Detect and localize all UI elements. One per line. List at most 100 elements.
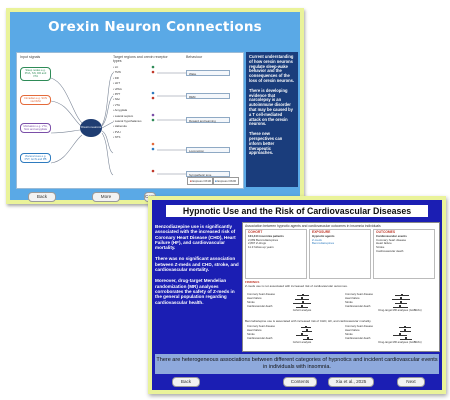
forest-row-label: Coronary heart disease xyxy=(247,325,275,328)
outcome-line: Cardiovascular events xyxy=(376,233,407,238)
outcomes-box: OUTCOMES Cardiovascular events Coronary … xyxy=(373,229,435,279)
forest-row-label: Stroke xyxy=(345,300,353,304)
more-button[interactable]: More xyxy=(92,192,120,202)
axis-cohort-label: Cohort analysis xyxy=(292,340,312,344)
outcome-line: Coronary heart disease xyxy=(376,237,407,242)
forest-row-label: Coronary heart disease xyxy=(345,325,373,328)
orexin-diagram: Input signals Target regions and orexin … xyxy=(16,52,244,189)
region-item: • Amygdala xyxy=(113,108,128,113)
forest-row-label: Stroke xyxy=(247,332,255,336)
forest-row-label: Heart failure xyxy=(345,328,360,332)
findings-section: FINDINGS Z-meds use is not associated wi… xyxy=(245,280,435,288)
forest-row-label: Heart failure xyxy=(247,328,262,332)
forest-row-label: Stroke xyxy=(247,300,255,304)
region-item: • Lateral hypothalamus xyxy=(113,119,142,124)
forest-row-label: Cardiovascular death xyxy=(247,304,273,308)
forest-plot-bzd-cohort: Coronary heart disease Heart failure Str… xyxy=(247,325,337,350)
slide-orexin-card: Orexin Neuron Connections Input signals … xyxy=(6,8,304,204)
forest-plot-zmeds-cohort: Coronary heart disease Heart failure Str… xyxy=(247,293,337,318)
orexin-hub: Orexin neurons xyxy=(80,119,102,137)
behavior-sympathetic: Sympathetic tone xyxy=(186,171,230,177)
cohort-line: 2,897 Z-drugs xyxy=(248,241,266,246)
forest-row-label: Heart failure xyxy=(247,296,262,300)
summary-paragraph: Moreover, drug-target Mendelian randomiz… xyxy=(155,278,235,305)
forest-row-label: Cardiovascular death xyxy=(345,336,371,340)
exposure-line: Hypnotic agents xyxy=(312,233,335,238)
input-sleep: Sleep nodes e.g. POA, SN, DR and VTA xyxy=(20,67,51,81)
diagram-col-targets: Target regions and orexin receptor types xyxy=(113,55,168,64)
forest-row-label: Coronary heart disease xyxy=(247,293,275,296)
axis-mr-label: Drug-target MR analyses (GABRA1) xyxy=(378,308,422,312)
input-visceral: Visceral cues e.g. PVT, ArcN and PB xyxy=(20,153,51,164)
behavior-rem: REM xyxy=(186,93,230,99)
graphical-abstract: Association between hypnotic agents and … xyxy=(242,222,440,352)
cohort-line: 2,089 Benzodiazepines xyxy=(248,237,279,242)
legend-ox1r-label: Express OX1R xyxy=(192,179,211,183)
region-item: • PVH xyxy=(113,129,121,134)
diagram-col-behavior: Behaviour xyxy=(186,55,203,59)
region-item: • PPT xyxy=(113,92,121,97)
slide-hypnotic-body: Hypnotic Use and the Risk of Cardiovascu… xyxy=(152,200,442,390)
hub-label: Orexin neurons xyxy=(80,125,102,130)
contents-button[interactable]: Contents xyxy=(283,377,317,387)
hypnotic-summary: Benzodiazepine use is significantly asso… xyxy=(155,224,241,311)
forest-row-label: Heart failure xyxy=(345,296,360,300)
exposure-line: Benzodiazepines xyxy=(312,241,335,246)
region-item: • NAc xyxy=(113,97,121,102)
outcome-line: Heart failure xyxy=(376,241,392,246)
cohort-heading: COHORT xyxy=(248,230,263,234)
forest-row-label: Cardiovascular death xyxy=(247,336,273,340)
summary-paragraph: There was no significant association bet… xyxy=(155,256,239,273)
diagram-connections xyxy=(50,65,186,176)
outcomes-heading: OUTCOMES xyxy=(376,230,396,234)
slide-title: Hypnotic Use and the Risk of Cardiovascu… xyxy=(166,205,428,217)
behavior-wake: Wake xyxy=(186,70,230,76)
exposure-box: EXPOSURE Hypnotic agents Z-meds Benzodia… xyxy=(309,229,371,279)
forest-row-label: Coronary heart disease xyxy=(345,293,373,296)
exposure-line: Z-meds xyxy=(312,237,322,242)
legend-ox1r: ■ Express OX1R xyxy=(187,177,214,185)
axis-cohort-label: Cohort analysis xyxy=(292,308,312,312)
region-item: • vPAG xyxy=(113,86,122,91)
region-item: • NTS xyxy=(113,135,121,140)
summary-paragraph: There is developing evidence that narcol… xyxy=(249,87,293,127)
back-button[interactable]: Back xyxy=(172,377,200,387)
outcome-line: Stroke xyxy=(376,245,385,250)
summary-paragraph: Current understanding of how orexin neur… xyxy=(249,54,295,83)
finding-zmeds: Z-meds use is not associated with increa… xyxy=(245,283,348,288)
region-item: • LDT xyxy=(113,81,121,86)
exposure-heading: EXPOSURE xyxy=(312,230,331,234)
forest-plot-bzd-mr: Coronary heart disease Heart failure Str… xyxy=(345,325,435,350)
summary-paragraph: These new perspectives can inform better… xyxy=(249,131,283,156)
cohort-line: 124,444 insomnia patients xyxy=(248,233,284,238)
input-circadian: Circadian e.g. SCN via DMH xyxy=(20,95,51,106)
slide-orexin-body: Orexin Neuron Connections Input signals … xyxy=(10,12,300,202)
forest-plot-zmeds-mr: Coronary heart disease Heart failure Str… xyxy=(345,293,435,318)
diagram-col-input: Input signals xyxy=(20,55,41,59)
finding-bzd: Benzodiazepine use is associated with in… xyxy=(245,319,372,323)
region-item: • TMN xyxy=(113,70,121,75)
region-list: • LC • TMN • DR • LDT • vPAG • PPT • NAc… xyxy=(113,65,142,141)
next-button[interactable]: Next xyxy=(397,377,425,387)
slide-hypnotic-card: Hypnotic Use and the Risk of Cardiovascu… xyxy=(148,196,446,394)
behavior-reward: Reward and learning xyxy=(186,117,230,123)
orexin-summary-panel: Current understanding of how orexin neur… xyxy=(246,52,298,187)
region-item: • Habenula xyxy=(113,124,127,129)
region-item: • LC xyxy=(113,65,119,69)
axis-mr-label: Drug-target MR analyses (GABRA1) xyxy=(378,340,422,344)
forest-row-label: Cardiovascular death xyxy=(345,304,371,308)
citation-button[interactable]: Xia et al., 2025 xyxy=(328,377,374,387)
region-item: • DR xyxy=(113,75,119,80)
conclusion-banner: There are heterogeneous associations bet… xyxy=(155,354,439,374)
back-button[interactable]: Back xyxy=(28,192,56,202)
findings-heading: FINDINGS xyxy=(245,280,260,284)
summary-paragraph: Benzodiazepine use is significantly asso… xyxy=(155,224,236,251)
outcome-line: Cardiovascular death xyxy=(376,248,404,253)
abstract-subtitle: Association between hypnotic agents and … xyxy=(245,224,381,228)
finding-bzd-section: Benzodiazepine use is associated with in… xyxy=(245,319,435,324)
cohort-line: 11.3 follow-up years xyxy=(248,245,274,250)
behavior-locomotion: Locomotion xyxy=(186,147,230,153)
forest-row-label: Stroke xyxy=(345,332,353,336)
region-item: • VTA xyxy=(113,102,120,107)
region-item: • Lateral septum xyxy=(113,113,134,118)
